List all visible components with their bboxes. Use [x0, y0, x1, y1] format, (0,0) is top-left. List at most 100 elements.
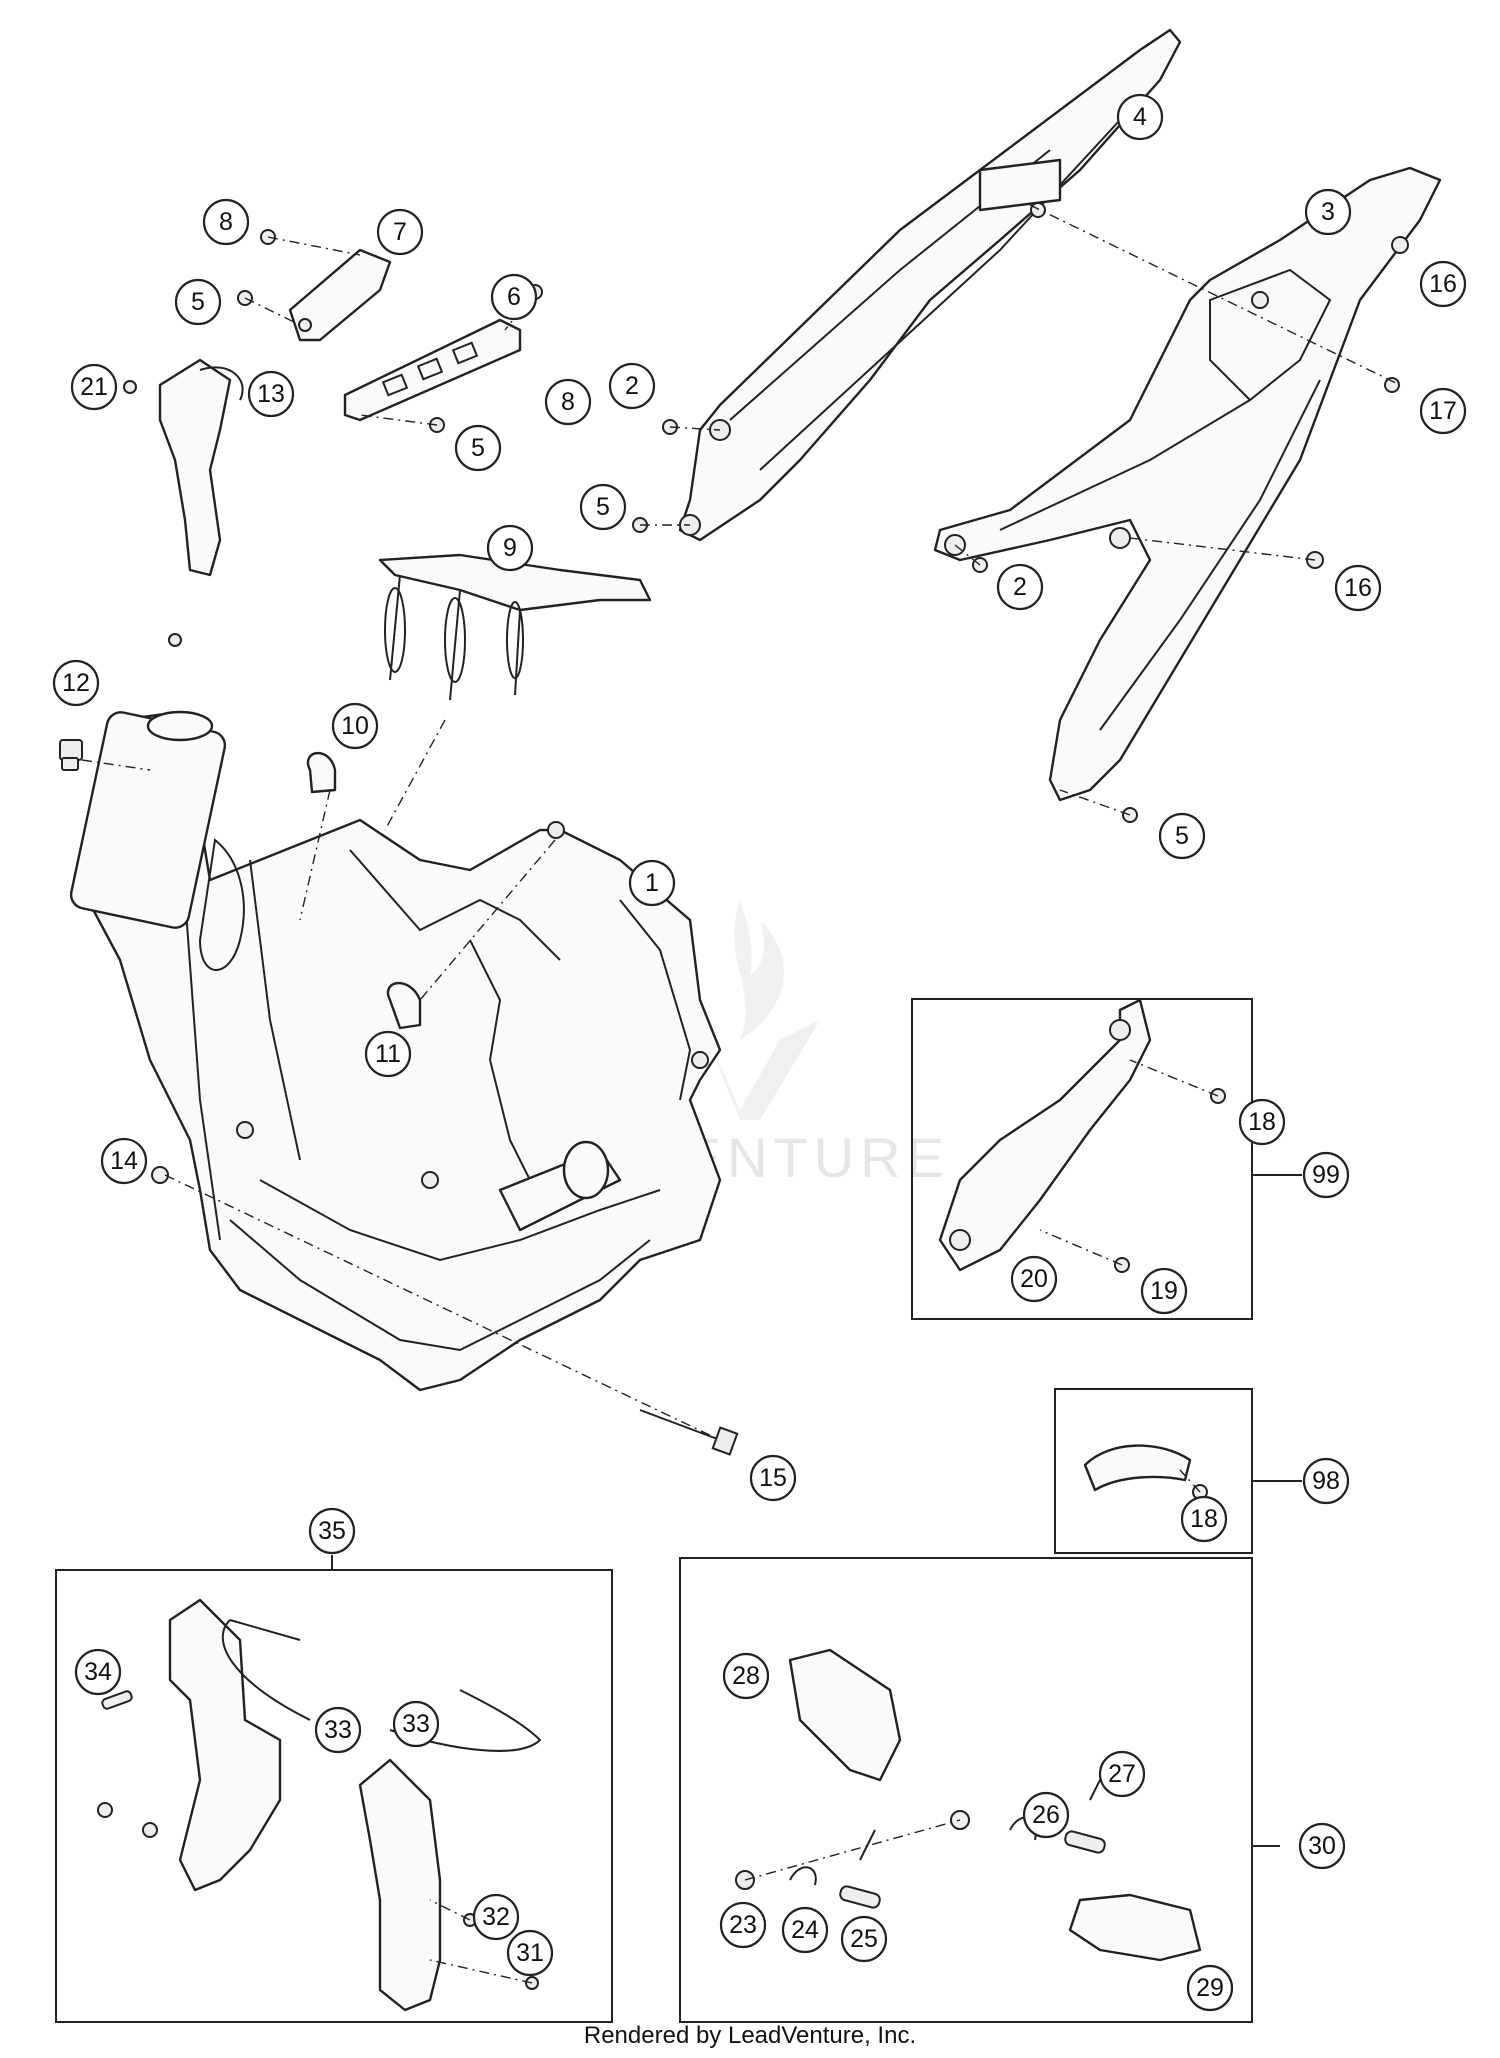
callout-34: 34 — [74, 1648, 122, 1696]
callout-11: 11 — [364, 1030, 412, 1078]
svg-text:18: 18 — [1190, 1505, 1218, 1533]
callout-13: 13 — [247, 370, 295, 418]
svg-text:2: 2 — [625, 372, 639, 400]
svg-text:7: 7 — [393, 218, 407, 246]
svg-text:13: 13 — [257, 380, 285, 408]
group-connectors — [331, 1174, 1302, 1847]
svg-text:27: 27 — [1108, 1760, 1136, 1788]
svg-text:4: 4 — [1133, 103, 1147, 131]
callout-6: 6 — [490, 273, 538, 321]
svg-text:1: 1 — [645, 869, 659, 897]
callout-8: 8 — [202, 198, 250, 246]
svg-text:98: 98 — [1312, 1467, 1340, 1495]
group-box-30 — [679, 1557, 1253, 2023]
svg-text:16: 16 — [1344, 574, 1372, 602]
svg-text:25: 25 — [850, 1925, 878, 1953]
callout-29: 29 — [1186, 1964, 1234, 2012]
svg-text:31: 31 — [516, 1939, 544, 1967]
callout-12: 12 — [52, 659, 100, 707]
subframe-lower — [933, 166, 1442, 802]
svg-text:30: 30 — [1308, 1832, 1336, 1860]
leader-lines — [81, 204, 1401, 1984]
callout-99: 99 — [1302, 1151, 1350, 1199]
svg-text:5: 5 — [596, 493, 610, 521]
plug-12 — [59, 739, 83, 771]
svg-text:9: 9 — [503, 534, 517, 562]
callout-17: 17 — [1419, 387, 1467, 435]
svg-text:26: 26 — [1032, 1801, 1060, 1829]
callout-23: 23 — [719, 1901, 767, 1949]
group-box-99 — [911, 998, 1253, 1320]
svg-text:5: 5 — [191, 288, 205, 316]
cable-holder-13 — [158, 358, 244, 577]
clamp-11 — [386, 981, 422, 1030]
frame-protector-left — [168, 1598, 282, 1892]
group-box-98 — [1054, 1388, 1253, 1554]
callout-5: 5 — [454, 424, 502, 472]
svg-text:18: 18 — [1248, 1108, 1276, 1136]
callout-16: 16 — [1334, 564, 1382, 612]
subframe-upper — [678, 28, 1182, 542]
svg-text:24: 24 — [791, 1916, 819, 1944]
svg-text:15: 15 — [759, 1464, 787, 1492]
svg-text:11: 11 — [375, 1040, 401, 1068]
footpeg-29 — [1068, 1893, 1202, 1962]
callout-7: 7 — [376, 208, 424, 256]
callout-15: 15 — [749, 1454, 797, 1502]
footer-credit: Rendered by LeadVenture, Inc. — [583, 2022, 917, 2049]
callout-33: 33 — [392, 1700, 440, 1748]
callout-30: 30 — [1298, 1822, 1346, 1870]
svg-text:17: 17 — [1429, 397, 1457, 425]
svg-text:16: 16 — [1429, 270, 1457, 298]
callout-24: 24 — [781, 1906, 829, 1954]
svg-text:33: 33 — [324, 1716, 352, 1744]
callout-27: 27 — [1098, 1750, 1146, 1798]
svg-text:99: 99 — [1312, 1161, 1340, 1189]
callout-3: 3 — [1304, 188, 1352, 236]
callout-32: 32 — [472, 1893, 520, 1941]
svg-text:2: 2 — [1013, 573, 1027, 601]
svg-text:29: 29 — [1196, 1974, 1224, 2002]
callout-18: 18 — [1180, 1495, 1228, 1543]
callout-98: 98 — [1302, 1457, 1350, 1505]
svg-text:19: 19 — [1150, 1277, 1178, 1305]
svg-text:34: 34 — [84, 1658, 112, 1686]
small-hardware — [97, 202, 1409, 1990]
callout-28: 28 — [722, 1652, 770, 1700]
callout-21: 21 — [70, 363, 118, 411]
callout-4: 4 — [1116, 93, 1164, 141]
callout-9: 9 — [486, 524, 534, 572]
footpeg-28 — [788, 1648, 902, 1782]
frame-protector-right — [358, 1758, 442, 2012]
svg-text:23: 23 — [729, 1911, 757, 1939]
callout-16: 16 — [1419, 260, 1467, 308]
callout-5: 5 — [579, 483, 627, 531]
callout-5: 5 — [1158, 812, 1206, 860]
callout-18: 18 — [1238, 1098, 1286, 1146]
svg-text:14: 14 — [110, 1147, 138, 1175]
clamp-10 — [306, 751, 337, 794]
group-box-35 — [55, 1569, 613, 2023]
svg-text:28: 28 — [732, 1662, 760, 1690]
svg-text:8: 8 — [219, 208, 233, 236]
svg-text:10: 10 — [341, 712, 369, 740]
callout-10: 10 — [331, 702, 379, 750]
axle-bolt-15 — [639, 1409, 739, 1456]
callout-8: 8 — [544, 378, 592, 426]
svg-text:21: 21 — [80, 373, 108, 401]
svg-text:6: 6 — [507, 283, 521, 311]
bracket-6 — [343, 318, 522, 422]
svg-text:8: 8 — [561, 388, 575, 416]
svg-text:32: 32 — [482, 1903, 510, 1931]
callout-19: 19 — [1140, 1267, 1188, 1315]
callout-33: 33 — [314, 1706, 362, 1754]
callout-26: 26 — [1022, 1791, 1070, 1839]
svg-text:20: 20 — [1020, 1265, 1048, 1293]
callout-5: 5 — [174, 278, 222, 326]
svg-text:33: 33 — [402, 1710, 430, 1738]
callout-2: 2 — [608, 362, 656, 410]
svg-text:12: 12 — [62, 669, 90, 697]
bracket-7 — [288, 248, 392, 342]
callout-25: 25 — [840, 1915, 888, 1963]
